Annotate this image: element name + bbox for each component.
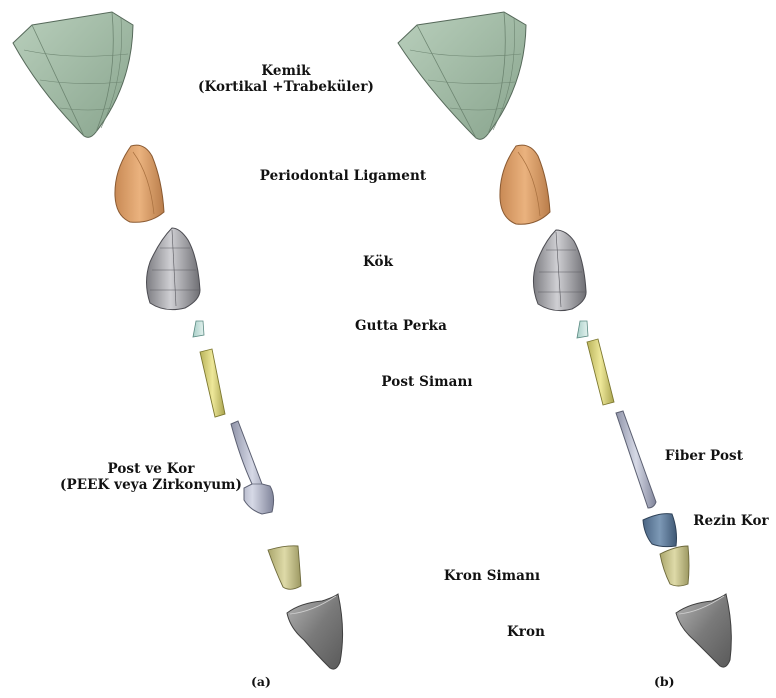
crown-cement-part-a	[268, 546, 301, 589]
label-post-ve-kor: Post ve Kor (PEEK veya Zirkonyum)	[46, 461, 256, 493]
post-cement-part-b	[587, 339, 614, 405]
caption-a: (a)	[251, 674, 271, 689]
ligament-part-b	[500, 145, 550, 224]
label-kemik-line2: (Kortikal +Trabeküler)	[196, 79, 376, 95]
label-fiber-post: Fiber Post	[657, 448, 751, 464]
label-post-ve-kor-line2: (PEEK veya Zirkonyum)	[46, 477, 256, 493]
label-kok: Kök	[348, 254, 408, 270]
label-kemik: Kemik (Kortikal +Trabeküler)	[196, 63, 376, 95]
gutta-percha-part-a	[193, 321, 204, 337]
label-post-simani: Post Simanı	[372, 374, 482, 390]
ligament-part-a	[115, 145, 164, 222]
crown-cement-part-b	[660, 546, 689, 586]
crown-part-b	[676, 594, 731, 667]
label-kron-simani: Kron Simanı	[432, 568, 552, 584]
label-kemik-line1: Kemik	[196, 63, 376, 79]
gutta-percha-part-b	[577, 321, 588, 338]
label-rezin-kor: Rezin Kor	[689, 513, 773, 529]
column-a	[13, 12, 343, 669]
resin-core-part-b	[643, 514, 677, 547]
label-kron: Kron	[496, 624, 556, 640]
label-gutta-perka: Gutta Perka	[346, 318, 456, 334]
label-post-ve-kor-line1: Post ve Kor	[46, 461, 256, 477]
root-part-a	[147, 228, 201, 310]
crown-part-a	[287, 594, 343, 669]
bone-part-a	[13, 12, 133, 137]
bone-part-b	[398, 12, 526, 139]
root-part-b	[533, 230, 586, 311]
fiber-post-part-b	[616, 411, 656, 508]
post-cement-part-a	[200, 349, 225, 417]
label-periodontal-ligament: Periodontal Ligament	[250, 168, 436, 184]
caption-b: (b)	[654, 674, 675, 689]
